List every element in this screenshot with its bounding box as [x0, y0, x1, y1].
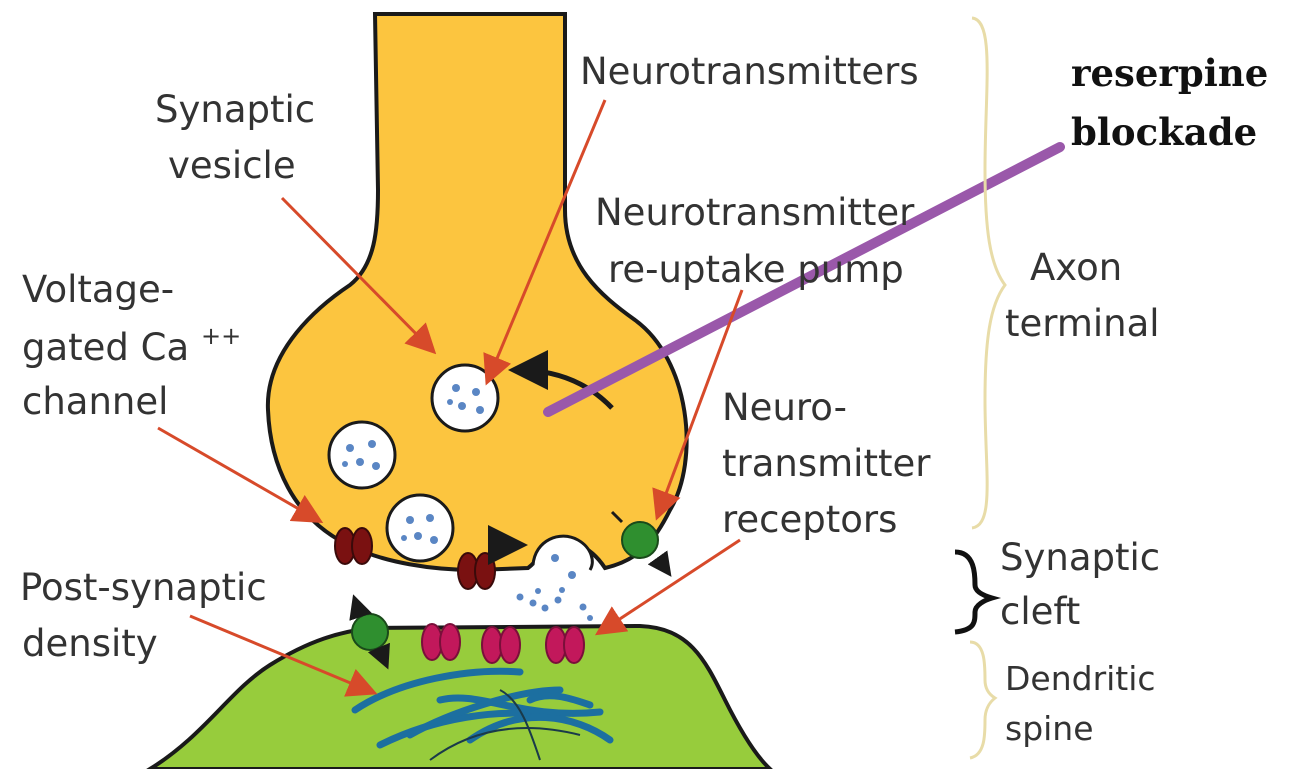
nt-receptors-label: Neuro- transmitter receptors [722, 386, 942, 541]
synaptic-vesicle [329, 422, 395, 488]
synaptic-vesicle-label: Synaptic vesicle [155, 88, 327, 187]
dendritic-spine-label: Dendritic spine [1005, 659, 1166, 748]
axon-terminal-shape [268, 14, 687, 570]
synaptic-vesicle [432, 365, 498, 431]
axon-terminal-label: Axon terminal [1005, 246, 1160, 345]
dendritic-spine-bracket [970, 642, 995, 758]
cleft-neurotransmitters [517, 588, 594, 621]
axon-terminal-bracket [972, 18, 1005, 528]
reserpine-label: reserpine blockade [1071, 51, 1281, 154]
neurotransmitters-label: Neurotransmitters [580, 50, 919, 93]
synaptic-cleft-label: Synaptic cleft [1000, 536, 1172, 633]
exocytosis-vesicle [533, 536, 592, 593]
synaptic-cleft-bracket [955, 552, 992, 632]
voltage-channel-label: Voltage- gated Ca ++ channel [22, 268, 253, 423]
synaptic-vesicle [387, 495, 453, 561]
post-synaptic-label: Post-synaptic density [20, 566, 278, 665]
